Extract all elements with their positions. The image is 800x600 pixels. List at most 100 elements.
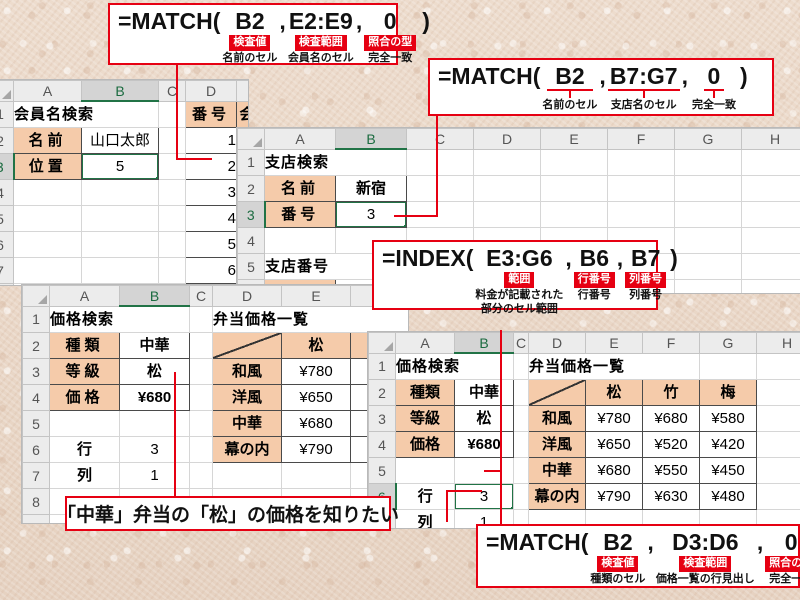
bento-cell-wafu-ume[interactable]: ¥580	[699, 405, 757, 432]
cell-a3[interactable]: 位置	[13, 153, 82, 180]
select-all-corner[interactable]	[237, 128, 265, 150]
table-row[interactable]: 4 価格 ¥680 洋風 ¥650 ¥520	[22, 384, 408, 411]
col-header-f[interactable]: F	[607, 128, 675, 150]
row-header-5[interactable]: 5	[22, 410, 50, 437]
cell-b6-active[interactable]: 3	[454, 483, 514, 510]
cell-d5[interactable]: 4	[185, 205, 237, 232]
col-header-e[interactable]: E	[540, 128, 608, 150]
row-header-2[interactable]: 2	[368, 379, 396, 406]
cell-a5[interactable]	[395, 457, 455, 484]
cell-c1[interactable]	[406, 148, 474, 176]
cell-b7[interactable]	[81, 257, 159, 284]
row-header-7[interactable]: 7	[22, 462, 50, 489]
bento-row-label-wafu[interactable]: 和風	[212, 358, 282, 385]
cell-c7[interactable]	[158, 257, 186, 284]
table-row[interactable]: 6 行 3 幕の内 ¥790 ¥630	[22, 436, 408, 463]
cell-e2[interactable]	[540, 175, 608, 202]
cell-a2[interactable]: 名前	[13, 127, 82, 154]
col-header-c[interactable]: C	[513, 332, 529, 354]
row-header-3[interactable]: 3	[237, 201, 266, 228]
cell-a1[interactable]: 支店検索	[264, 148, 407, 176]
col-header-c[interactable]: C	[406, 128, 474, 150]
cell-b6[interactable]	[81, 231, 159, 258]
cell-g4[interactable]	[674, 227, 742, 254]
bento-cell-chuka-ume[interactable]: ¥450	[699, 457, 757, 484]
table-row[interactable]: 2 種類 中華 松 竹	[22, 332, 408, 359]
bento-col-ume[interactable]: 梅	[699, 379, 757, 406]
cell-a5[interactable]	[49, 410, 120, 437]
table-row[interactable]: 4 3	[0, 179, 248, 206]
row-header-3[interactable]: 3	[0, 153, 15, 180]
cell-b2[interactable]: 山口太郎	[81, 127, 159, 154]
table-row[interactable]: 2 名前 山口太郎 1	[0, 127, 248, 154]
cell-d3[interactable]: 2	[185, 153, 237, 180]
col-header-a[interactable]: A	[13, 80, 82, 102]
cell-b2[interactable]: 中華	[119, 332, 190, 359]
cell-c5[interactable]	[513, 457, 529, 484]
cell-c4[interactable]	[158, 179, 186, 206]
cell-h5[interactable]	[741, 253, 800, 280]
row-header-8[interactable]: 8	[0, 283, 14, 285]
cell-g3[interactable]	[674, 201, 742, 228]
row-header-5[interactable]: 5	[368, 457, 396, 484]
cell-a6[interactable]	[13, 231, 82, 258]
col-header-d[interactable]: D	[473, 128, 541, 150]
row-header-3[interactable]: 3	[22, 358, 50, 385]
bento-col-matsu[interactable]: 松	[281, 332, 351, 359]
table-row[interactable]: 2 種類 中華 松 竹 梅	[368, 379, 800, 406]
bento-cell-yofu-matsu[interactable]: ¥650	[585, 431, 643, 458]
cell-b4[interactable]: ¥680	[119, 384, 190, 411]
cell-f1[interactable]	[607, 148, 675, 176]
row-header-1[interactable]: 1	[237, 148, 265, 176]
cell-a3[interactable]: 等級	[49, 358, 120, 385]
row-header-1[interactable]: 1	[22, 305, 50, 333]
col-header-a[interactable]: A	[49, 285, 120, 307]
row-header-4[interactable]: 4	[0, 179, 14, 206]
table-row[interactable]: 2 名前 新宿	[237, 175, 800, 202]
bento-row-label-chuka[interactable]: 中華	[528, 457, 586, 484]
cell-f2[interactable]	[607, 175, 675, 202]
cell-c2[interactable]	[158, 127, 186, 154]
table-row[interactable]: 7 列 1	[22, 462, 408, 489]
cell-g6[interactable]	[674, 279, 742, 293]
cell-c3[interactable]	[189, 358, 213, 385]
select-all-corner[interactable]	[0, 80, 14, 102]
cell-h3[interactable]	[756, 405, 800, 432]
bento-row-label-yofu[interactable]: 洋風	[528, 431, 586, 458]
col-header-d[interactable]: D	[185, 80, 237, 102]
col-header-e[interactable]: E	[281, 285, 351, 307]
price-search-sheet-left[interactable]: A B C D E F 1 価格検索 弁当価格一覧 2 種類 中華 松 竹 3 …	[22, 285, 408, 523]
col-header-c[interactable]: C	[189, 285, 213, 307]
cell-h2[interactable]	[756, 379, 800, 406]
cell-d4[interactable]: 3	[185, 179, 237, 206]
bento-row-label-makunouchi[interactable]: 幕の内	[212, 436, 282, 463]
cell-b3-active[interactable]: 3	[335, 201, 407, 228]
cell-f3[interactable]	[607, 201, 675, 228]
row-header-7[interactable]: 7	[0, 257, 14, 284]
cell-c3[interactable]	[513, 405, 529, 432]
table-row[interactable]: 1 価格検索 弁当価格一覧	[22, 305, 408, 333]
cell-a1[interactable]: 価格検索	[395, 352, 514, 380]
cell-b5[interactable]	[81, 205, 159, 232]
row-header-4[interactable]: 4	[368, 431, 396, 458]
row-header-6[interactable]: 6	[22, 436, 50, 463]
cell-a4[interactable]	[13, 179, 82, 206]
col-header-b[interactable]: B	[454, 332, 514, 354]
bento-cell-makunouchi-matsu[interactable]: ¥790	[281, 436, 351, 463]
table-row[interactable]: 8 7	[0, 283, 248, 285]
bento-cell-makunouchi-ume[interactable]: ¥480	[699, 483, 757, 510]
bento-row-label-makunouchi[interactable]: 幕の内	[528, 483, 586, 510]
cell-b2[interactable]: 中華	[454, 379, 514, 406]
cell-a5[interactable]	[13, 205, 82, 232]
cell-a4[interactable]: 価格	[49, 384, 120, 411]
row-header-2[interactable]: 2	[237, 175, 265, 202]
bento-cell-chuka-matsu[interactable]: ¥680	[281, 410, 351, 437]
cell-a4[interactable]: 価格	[395, 431, 455, 458]
bento-row-label-wafu[interactable]: 和風	[528, 405, 586, 432]
cell-g5[interactable]	[674, 253, 742, 280]
bento-row-label-yofu[interactable]: 洋風	[212, 384, 282, 411]
cell-g2[interactable]	[674, 175, 742, 202]
table-row[interactable]: 3 等級 松 和風 ¥780 ¥680	[22, 358, 408, 385]
table-row[interactable]: 6 5	[0, 231, 248, 258]
select-all-corner[interactable]	[22, 285, 50, 307]
